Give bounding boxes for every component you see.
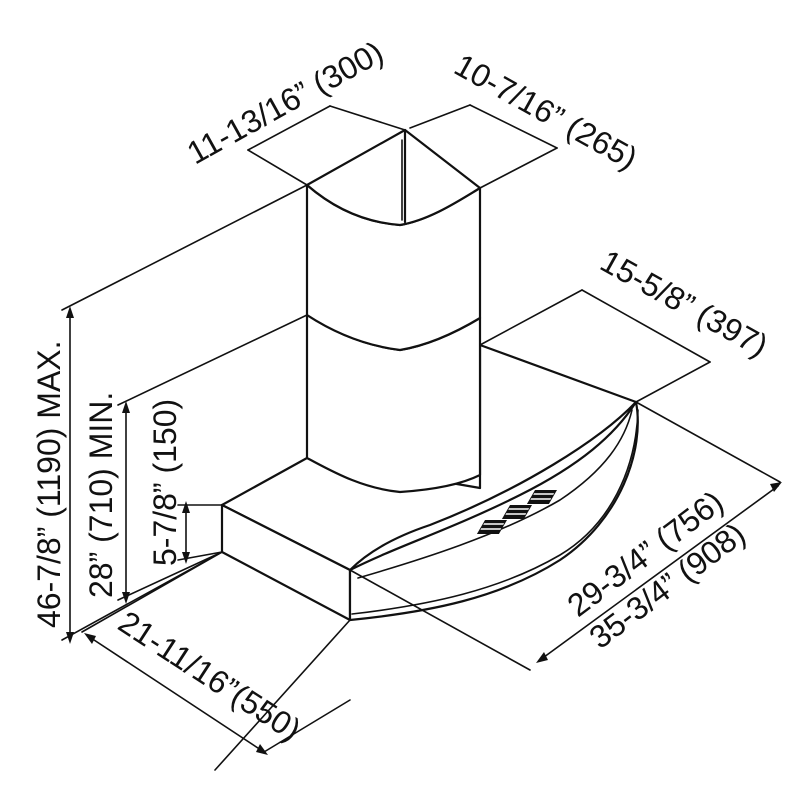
canopy-top-surface	[220, 343, 638, 572]
vent-slot-group	[526, 490, 557, 504]
dim-height-min: 28” (710) MIN.	[83, 392, 119, 598]
canopy-curved-front	[348, 400, 639, 622]
vent-slot-group	[501, 505, 532, 519]
dimension-lines	[61, 104, 782, 771]
dim-height-max: 46-7/8” (1190) MAX.	[31, 340, 67, 628]
range-hood-drawing	[220, 128, 639, 622]
dim-canopy-side: 21-11/16”(550)	[112, 604, 307, 748]
dim-chimney-width: 11-13/16” (300)	[181, 34, 389, 171]
chimney-top-opening	[305, 128, 482, 227]
curved-front-lower-edge	[351, 409, 639, 615]
curved-front-inner-edge	[357, 409, 633, 579]
dim-chimney-depth: 10-7/16” (265)	[449, 47, 644, 177]
dim-canopy-height: 5-7/8” (150)	[147, 399, 183, 566]
dim-canopy-depth: 15-5/8” (397)	[595, 243, 774, 364]
vent-grille	[476, 490, 557, 534]
vent-slot-group	[476, 520, 507, 534]
